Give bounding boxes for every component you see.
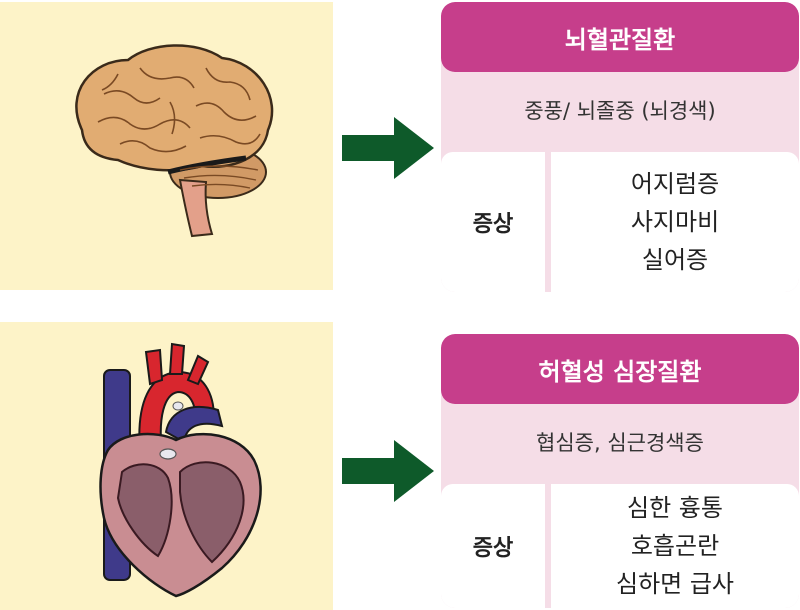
symptom-item: 실어증: [641, 246, 709, 274]
symptom-item: 호흡곤란: [630, 532, 720, 560]
symptom-label: 증상: [441, 152, 545, 292]
symptom-label: 증상: [441, 484, 545, 608]
arrow-right-icon: [338, 113, 438, 183]
cerebrovascular-card: 뇌혈관질환 중풍/ 뇌졸중 (뇌경색) 증상 어지럼증 사지마비 실어증: [441, 2, 799, 292]
symptom-item: 심하면 급사: [615, 570, 735, 598]
symptom-section: 증상 어지럼증 사지마비 실어증: [441, 152, 799, 292]
symptom-item: 심한 흉통: [627, 494, 723, 522]
symptom-item: 어지럼증: [630, 170, 720, 198]
symptom-list: 심한 흉통 호흡곤란 심하면 급사: [551, 484, 799, 608]
arrow-right-icon: [338, 436, 438, 506]
card-title: 허혈성 심장질환: [441, 334, 799, 404]
card-condition: 중풍/ 뇌졸중 (뇌경색): [524, 99, 716, 123]
heart-image-panel: [0, 322, 333, 610]
heart-icon: [99, 342, 262, 598]
ischemic-heart-card: 허혈성 심장질환 협심증, 심근경색증 증상 심한 흉통 호흡곤란 심하면 급사: [441, 334, 799, 608]
symptom-section: 증상 심한 흉통 호흡곤란 심하면 급사: [441, 484, 799, 608]
card-title: 뇌혈관질환: [441, 2, 799, 72]
symptom-list: 어지럼증 사지마비 실어증: [551, 152, 799, 292]
brain-icon: [75, 44, 274, 238]
brain-image-panel: [0, 2, 333, 290]
symptom-item: 사지마비: [630, 208, 720, 236]
card-condition: 협심증, 심근경색증: [536, 431, 704, 455]
